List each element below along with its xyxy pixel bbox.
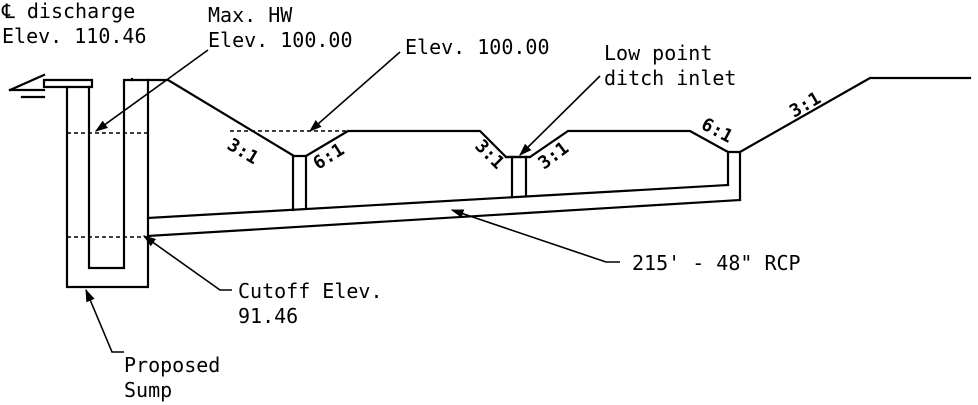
- max-hw-label-2: Elev. 100.00: [208, 28, 353, 52]
- max-hw-leader: [94, 49, 209, 132]
- slope-label-2: 6:1: [310, 139, 349, 174]
- sump-label-2: Sump: [124, 378, 172, 402]
- elev-100-label: Elev. 100.00: [405, 35, 550, 59]
- slope-label-5: 6:1: [698, 114, 737, 148]
- ditch-inlet-low-point: [504, 155, 532, 198]
- slope-label-1: 3:1: [223, 134, 262, 169]
- pipe-label: 215' - 48" RCP: [632, 251, 801, 275]
- slope-label-3: 3:1: [470, 136, 508, 174]
- sump-leader: [85, 288, 124, 353]
- discharge-pipe: [8, 73, 94, 99]
- ditch-inlet-left: [291, 154, 308, 212]
- proposed-sump: [65, 77, 170, 289]
- cutoff-label-1: Cutoff Elev.: [238, 279, 383, 303]
- ditch-inlet-right: [726, 150, 742, 202]
- slope-label-4: 3:1: [534, 138, 573, 174]
- elev-100-leader: [309, 51, 401, 132]
- cutoff-leader: [142, 235, 232, 291]
- slope-label-6: 3:1: [786, 88, 825, 122]
- max-hw-label-1: Max. HW: [208, 3, 293, 27]
- cutoff-label-2: 91.46: [238, 304, 298, 328]
- sump-label-1: Proposed: [124, 353, 220, 377]
- ground-profile: [166, 76, 972, 159]
- low-point-label-2: ditch inlet: [604, 66, 736, 90]
- cl-discharge-label-2: Elev. 110.46: [2, 24, 147, 48]
- cl-discharge-label-1: ℄ discharge: [1, 0, 135, 23]
- pipe-leader: [450, 209, 620, 263]
- rcp-pipe: [146, 183, 742, 238]
- low-point-leader: [519, 75, 601, 156]
- low-point-label-1: Low point: [604, 41, 712, 65]
